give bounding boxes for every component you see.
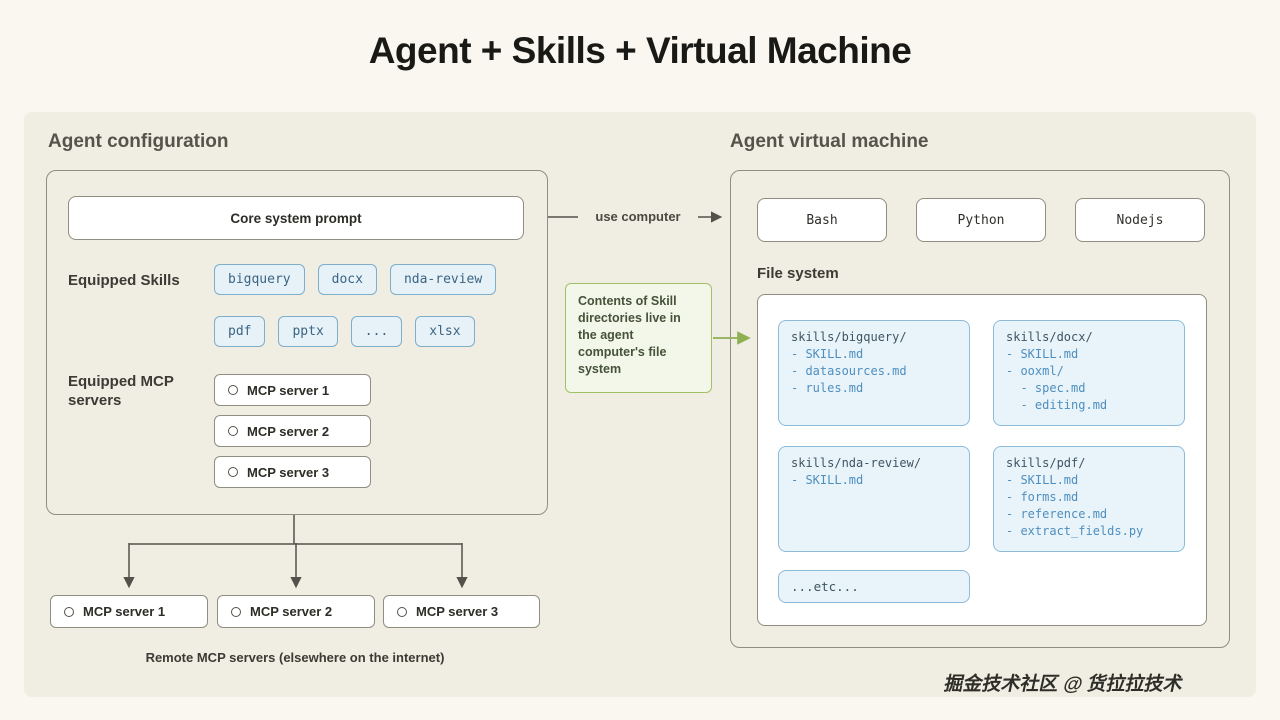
file-card-item: - SKILL.md bbox=[791, 473, 864, 487]
remote-mcp-server-3-box: MCP server 3 bbox=[383, 595, 540, 628]
file-card-etc: ...etc... bbox=[778, 570, 970, 603]
remote-mcp-server-1-box: MCP server 1 bbox=[50, 595, 208, 628]
skill-directories-note: Contents of Skill directories live in th… bbox=[565, 283, 712, 393]
runtime-bash-box: Bash bbox=[757, 198, 887, 242]
file-card-title: skills/docx/ bbox=[1006, 330, 1093, 344]
skill-chip-pdf: pdf bbox=[214, 316, 266, 347]
file-card-item: - rules.md bbox=[791, 381, 864, 395]
skill-chip-docx: docx bbox=[317, 264, 377, 295]
server-circle-icon bbox=[64, 606, 74, 617]
file-card-item: - SKILL.md bbox=[1006, 347, 1079, 361]
skill-chip-nda-review: nda-review bbox=[389, 264, 497, 295]
file-card-item: - SKILL.md bbox=[791, 347, 864, 361]
server-circle-icon bbox=[231, 606, 241, 617]
file-card-nda-review: skills/nda-review/ - SKILL.md bbox=[778, 446, 970, 552]
file-card-item: - reference.md bbox=[1006, 507, 1108, 521]
server-circle-icon bbox=[397, 606, 407, 617]
file-card-item: - extract_fields.py bbox=[1006, 524, 1144, 538]
agent-configuration-box bbox=[46, 170, 548, 515]
remote-mcp-server-3-label: MCP server 3 bbox=[416, 604, 499, 619]
agent-configuration-heading: Agent configuration bbox=[48, 131, 229, 152]
file-card-title: skills/bigquery/ bbox=[791, 330, 907, 344]
watermark-text: 掘金技术社区 @ 货拉拉技术 bbox=[942, 674, 1185, 695]
skills-row-1: bigquery docx nda-review bbox=[214, 264, 497, 295]
server-circle-icon bbox=[228, 426, 238, 436]
mcp-server-3-box: MCP server 3 bbox=[214, 456, 371, 488]
file-card-item: - forms.md bbox=[1006, 490, 1079, 504]
runtime-python-box: Python bbox=[916, 198, 1046, 242]
skills-row-2: pdf pptx ... xlsx bbox=[214, 316, 475, 347]
remote-mcp-server-2-label: MCP server 2 bbox=[250, 604, 333, 619]
remote-mcp-caption: Remote MCP servers (elsewhere on the int… bbox=[145, 650, 445, 665]
remote-mcp-server-1-label: MCP server 1 bbox=[83, 604, 166, 619]
file-card-item: - spec.md bbox=[1006, 381, 1086, 395]
remote-mcp-server-2-box: MCP server 2 bbox=[217, 595, 375, 628]
file-card-docx: skills/docx/ - SKILL.md - ooxml/ - spec.… bbox=[993, 320, 1185, 426]
agent-vm-heading: Agent virtual machine bbox=[730, 131, 929, 152]
use-computer-label: use computer bbox=[578, 209, 698, 224]
mcp-server-3-label: MCP server 3 bbox=[247, 464, 330, 480]
mcp-server-2-label: MCP server 2 bbox=[247, 423, 330, 439]
file-card-title: skills/nda-review/ bbox=[791, 456, 922, 470]
skill-chip-xlsx: xlsx bbox=[415, 316, 475, 347]
file-card-bigquery: skills/bigquery/ - SKILL.md - datasource… bbox=[778, 320, 970, 426]
file-card-item: - datasources.md bbox=[791, 364, 907, 378]
server-circle-icon bbox=[228, 385, 238, 395]
skill-chip-ellipsis: ... bbox=[350, 316, 403, 347]
runtime-nodejs-box: Nodejs bbox=[1075, 198, 1205, 242]
file-system-label: File system bbox=[757, 265, 839, 282]
mcp-server-2-box: MCP server 2 bbox=[214, 415, 371, 447]
equipped-skills-label: Equipped Skills bbox=[68, 272, 180, 289]
file-card-item: - SKILL.md bbox=[1006, 473, 1079, 487]
page-title: Agent + Skills + Virtual Machine bbox=[368, 30, 912, 71]
equipped-mcp-servers-label: Equipped MCP servers bbox=[68, 373, 174, 409]
skill-chip-bigquery: bigquery bbox=[214, 264, 305, 295]
file-card-pdf: skills/pdf/ - SKILL.md - forms.md - refe… bbox=[993, 446, 1185, 552]
server-circle-icon bbox=[228, 467, 238, 477]
file-card-title: skills/pdf/ bbox=[1006, 456, 1086, 470]
skill-chip-pptx: pptx bbox=[278, 316, 338, 347]
file-card-item: - editing.md bbox=[1006, 398, 1108, 412]
mcp-server-1-label: MCP server 1 bbox=[247, 382, 330, 398]
core-system-prompt-box: Core system prompt bbox=[68, 196, 524, 240]
file-card-item: - ooxml/ bbox=[1006, 364, 1064, 378]
agent-vm-box bbox=[730, 170, 1230, 648]
mcp-server-1-box: MCP server 1 bbox=[214, 374, 371, 406]
